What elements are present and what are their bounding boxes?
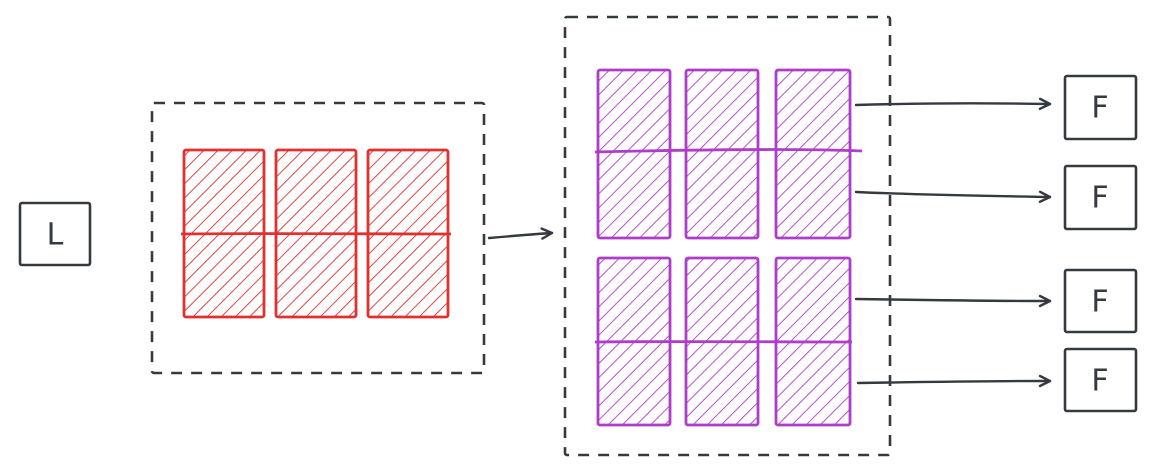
stage2-top-block-2 [684, 68, 760, 240]
output-node-f2: F [1063, 164, 1138, 231]
output-node-f2-box [1063, 164, 1138, 231]
stage1-container [150, 101, 486, 375]
output-node-f3-label: F [1091, 285, 1108, 320]
arrow-stage2-to-f3 [854, 294, 1052, 308]
output-node-f1-label: F [1091, 91, 1108, 126]
output-node-f3: F [1063, 268, 1138, 334]
arrow-stage2-to-f2 [854, 190, 1052, 204]
stage2-top-blocks [594, 68, 863, 240]
output-node-f1: F [1063, 74, 1138, 141]
output-node-f4-box [1063, 347, 1138, 413]
stage2-bottom-blocks [594, 256, 853, 427]
output-node-f2-label: F [1091, 181, 1108, 216]
input-node-label: L [47, 218, 64, 253]
stage2-top-divider-line [594, 148, 863, 154]
stage2-container [563, 15, 892, 457]
input-node-box [18, 201, 92, 267]
output-node-f4-label: F [1091, 364, 1108, 399]
stage2-top-block-3 [774, 68, 852, 240]
output-node-f1-box [1063, 74, 1138, 141]
output-node-f3-box [1063, 268, 1138, 334]
stage1-blocks [180, 148, 452, 319]
arrow-stage1-to-stage2 [487, 227, 554, 240]
output-node-f4: F [1063, 347, 1138, 413]
arrow-stage2-to-f4 [856, 374, 1052, 388]
stage2-top-block-1 [596, 68, 672, 240]
input-node: L [18, 201, 92, 267]
arrow-stage2-to-f1 [854, 97, 1052, 111]
